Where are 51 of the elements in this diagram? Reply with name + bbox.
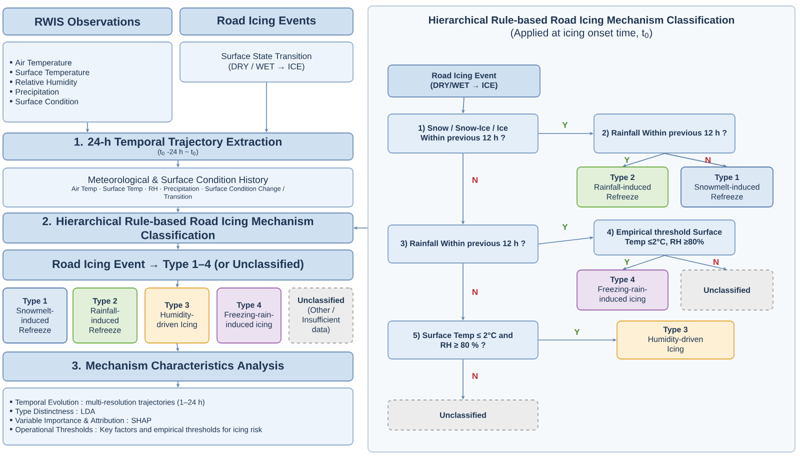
type-box (388, 400, 538, 430)
edge-label: Y (624, 157, 630, 163)
arrow (622, 153, 665, 168)
decision-box (594, 220, 736, 256)
type-box (680, 166, 774, 208)
box-text: Surface State Transition (DRY / WET → ICE) (222, 52, 312, 72)
heading-text: Road Icing Events (218, 16, 316, 27)
arrow (664, 153, 727, 168)
heading-text: 1. 24-h Temporal Trajectory Extraction (74, 137, 282, 148)
decision-box (388, 224, 538, 264)
step-box (2, 132, 354, 160)
edge-label: N (472, 289, 478, 295)
type-box (616, 320, 734, 360)
edge-label: N (706, 157, 710, 163)
type-box (576, 270, 668, 310)
edge-label: Y (562, 224, 568, 230)
decision-box (388, 320, 538, 360)
type-box (216, 288, 282, 344)
panel-title: Hierarchical Rule-based Road Icing Mechanism Classification (429, 16, 734, 26)
heading-text: RWIS Observations (35, 17, 140, 26)
type-box (288, 288, 354, 344)
arrow (664, 255, 727, 270)
list-box (2, 42, 172, 122)
step-box (2, 212, 354, 244)
type-box (72, 288, 138, 344)
heading-text: Road Icing Event → Type 1–4 (or Unclassified) (52, 260, 304, 270)
type-box (680, 270, 774, 310)
heading-text: 2. Hierarchical Rule-based Road Icing Mechanism Classification (42, 216, 314, 240)
type-box (2, 288, 68, 344)
decision-box (388, 114, 538, 154)
panel-subtitle: (Applied at icing onset time, t$_{0}$) (510, 28, 652, 39)
text-box (2, 168, 354, 208)
heading-text: 3. Mechanism Characteristics Analysis (72, 361, 284, 372)
decision-box (594, 114, 736, 154)
arrow (622, 255, 665, 270)
step-box (2, 352, 354, 382)
heading-text: Meteorological & Surface Condition History (88, 176, 268, 185)
text-box (180, 42, 354, 82)
edge-label: N (472, 373, 478, 379)
edge-label: N (472, 177, 478, 183)
edge-label: Y (562, 122, 568, 128)
type-box (144, 288, 210, 344)
edge-label: N (714, 259, 718, 265)
type-box (576, 166, 668, 208)
header-box (180, 8, 354, 36)
start-box (388, 64, 540, 98)
edge-label: Y (624, 259, 630, 265)
list-box (2, 388, 354, 446)
edge-label: Y (574, 329, 580, 335)
step-box (2, 250, 354, 280)
header-box (2, 8, 172, 36)
